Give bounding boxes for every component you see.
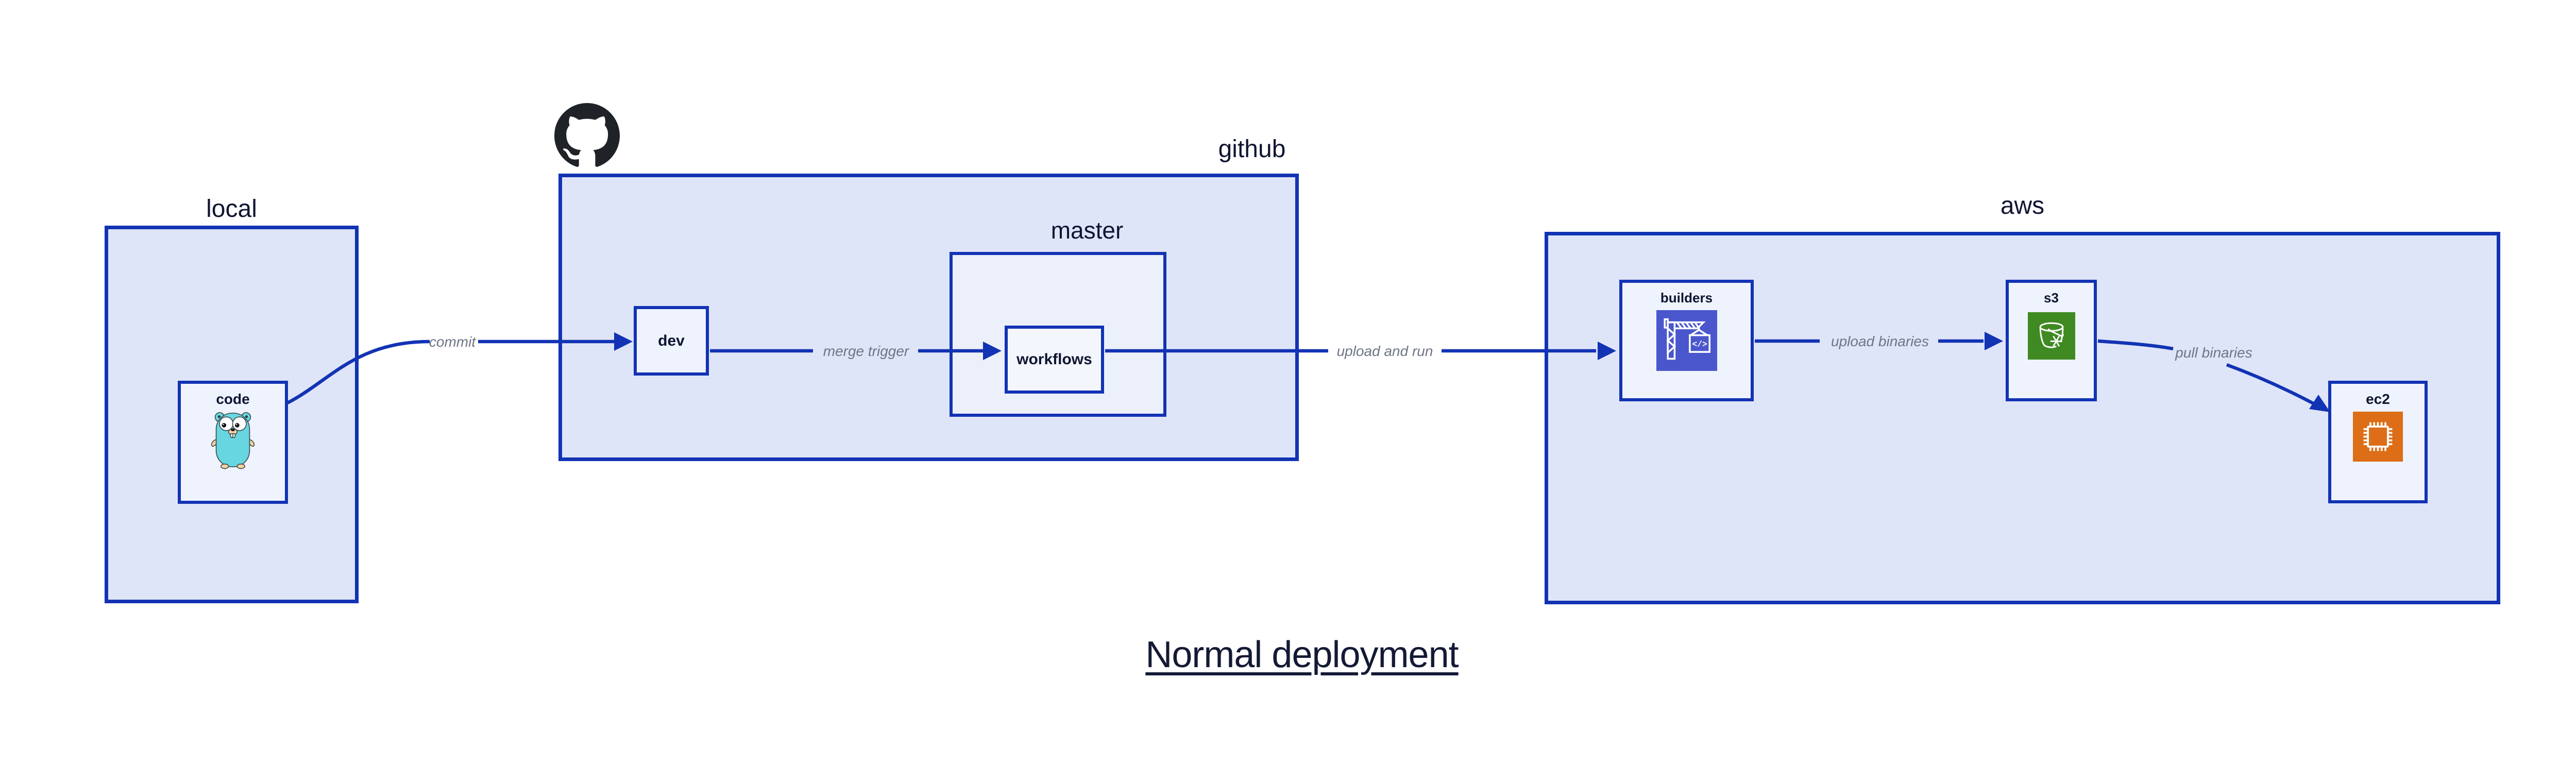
- code-node: code: [178, 381, 288, 504]
- edge-label-commit: commit: [429, 334, 476, 350]
- edge-label-upload-and-run: upload and run: [1336, 343, 1433, 359]
- edge-label-merge-trigger: merge trigger: [823, 343, 909, 359]
- github-group-label: github: [1218, 135, 1286, 163]
- builders-node-label: builders: [1660, 290, 1713, 305]
- workflows-node: workflows: [1005, 326, 1104, 394]
- dev-node-label: dev: [658, 332, 685, 349]
- ec2-node-label: ec2: [2366, 391, 2390, 407]
- dev-node: dev: [634, 306, 709, 376]
- builders-node: builders </>: [1619, 280, 1754, 401]
- diagram-title: Normal deployment: [1145, 634, 1459, 675]
- ec2-node: ec2: [2328, 381, 2428, 503]
- aws-group-label: aws: [2000, 192, 2045, 219]
- edge-label-pull-binaries: pull binaries: [2175, 345, 2252, 361]
- workflows-node-label: workflows: [1016, 351, 1092, 368]
- aws-s3-glacier-bucket-icon: [2027, 312, 2075, 360]
- go-gopher-icon: [211, 412, 255, 469]
- aws-codebuild-crane-icon: </>: [1656, 310, 1717, 371]
- code-node-label: code: [216, 391, 250, 407]
- edge-label-upload-binaries: upload binaries: [1831, 333, 1929, 349]
- github-octocat-logo-icon: [554, 103, 620, 167]
- s3-node: s3: [2006, 280, 2097, 401]
- aws-ec2-chip-icon: [2353, 412, 2403, 462]
- master-group-label: master: [1050, 217, 1124, 244]
- codebuild-code-glyph: </>: [1692, 339, 1707, 349]
- local-group-label: local: [206, 195, 257, 223]
- s3-node-label: s3: [2044, 290, 2059, 305]
